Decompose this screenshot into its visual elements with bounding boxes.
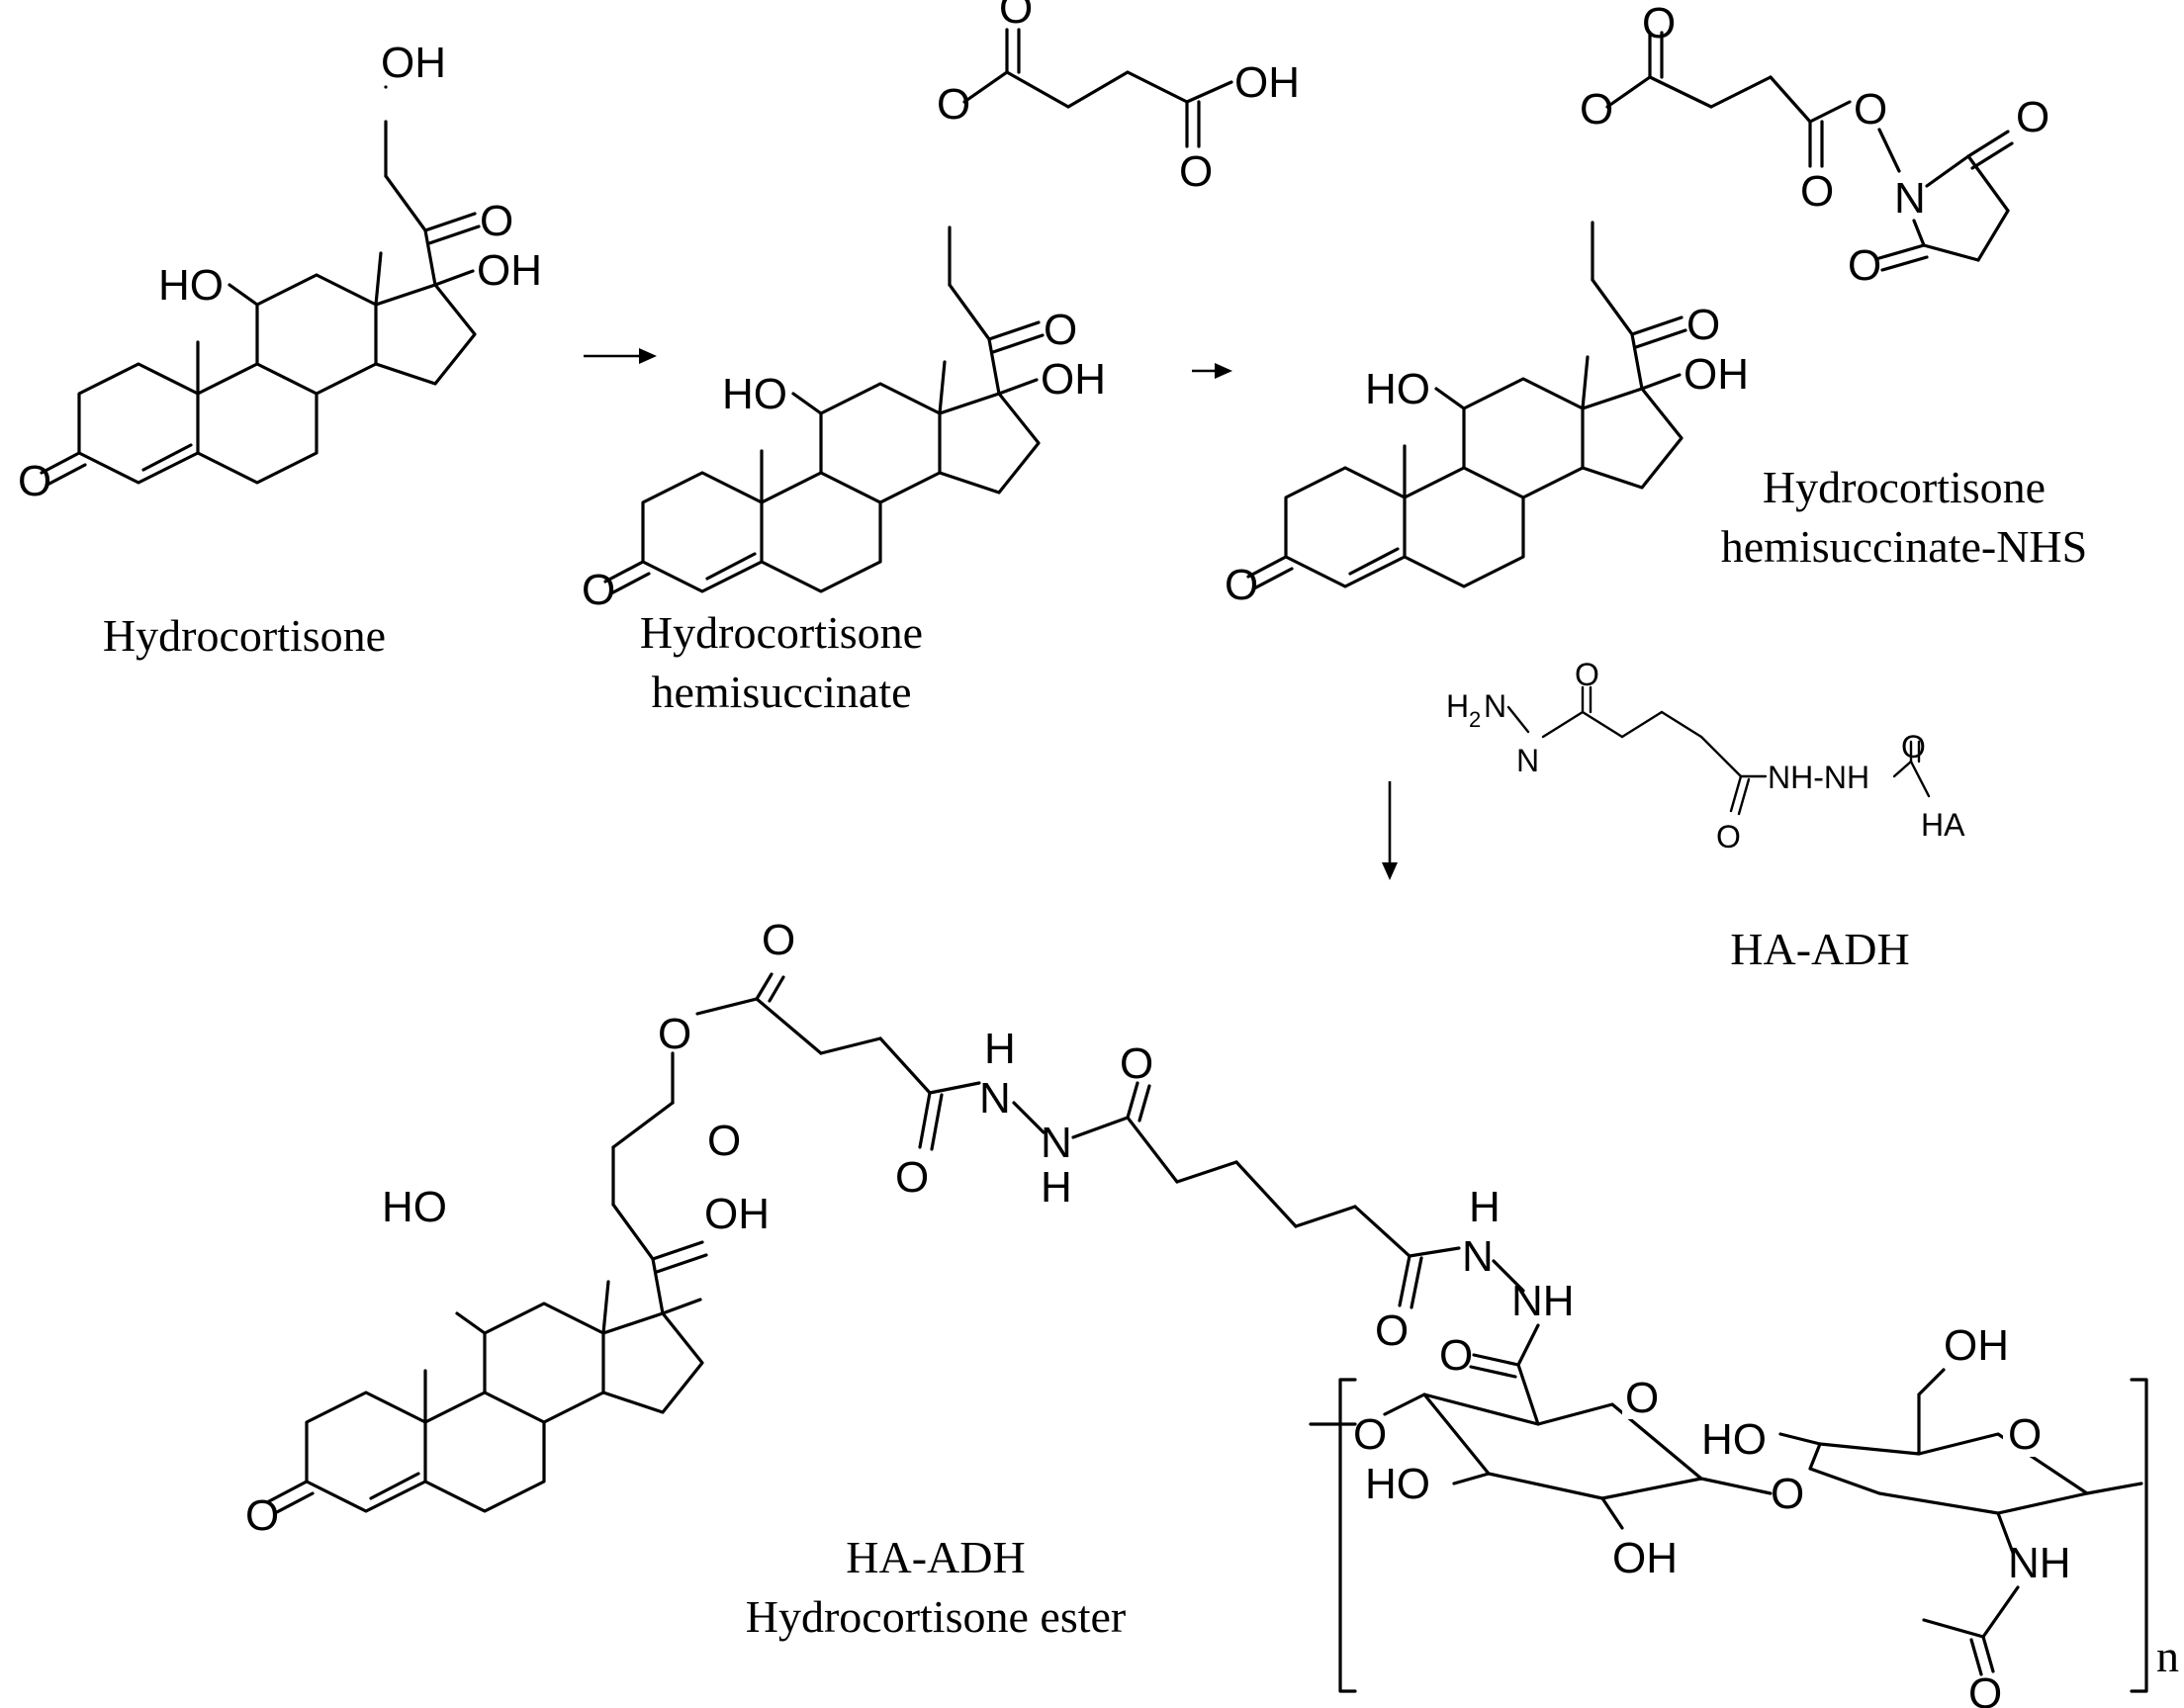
product-hydrazide-n-1: N xyxy=(979,1074,1011,1123)
imide-oxygen-top: O xyxy=(2016,93,2049,141)
product-hydrazide-n-3: N xyxy=(1462,1232,1494,1281)
product-c20-carbonyl-oxygen: O xyxy=(707,1117,741,1165)
product-hydrazide-h-2: H xyxy=(1041,1163,1072,1212)
product-structure xyxy=(267,1203,708,1515)
product-labels: O HO OH O O O O N H N H O O xyxy=(245,916,2179,1708)
hemisuccinate-nhs-structure: O HO OH O O O O O N O O xyxy=(1225,0,2049,609)
hydrocortisone-structure: O HO OH O OH xyxy=(18,39,542,505)
product-ketone-oxygen: O xyxy=(245,1491,279,1540)
glucuronic-c2-hydroxyl: HO xyxy=(1365,1460,1430,1508)
reaction-arrow-1 xyxy=(584,348,657,364)
nhs-ester-carbonyl-oxygen: O xyxy=(1800,167,1834,216)
amine-nitrogen: N xyxy=(1484,688,1506,724)
c11-hydroxyl: HO xyxy=(722,370,787,418)
c11-hydroxyl: HO xyxy=(158,261,224,310)
hemisuccinate-nhs-label-line1: Hydrocortisone xyxy=(1763,462,2046,512)
product-glucuronic-carbonyl-oxygen: O xyxy=(1439,1331,1473,1380)
c20-carbonyl-oxygen: O xyxy=(1044,306,1077,354)
ester-oxygen: O xyxy=(937,80,970,129)
ha-carbonyl-oxygen: O xyxy=(1901,729,1926,764)
adh-hydrazide-chain: NH-NH xyxy=(1768,760,1869,795)
glycosidic-oxygen-center: O xyxy=(1771,1470,1804,1518)
hemisuccinate-label-line2: hemisuccinate xyxy=(651,667,911,717)
amine-h: H xyxy=(1446,688,1469,724)
ha-adh-reagent-structure: H 2 N N H O O NH-NH O HA xyxy=(1446,657,1965,854)
c17-hydroxyl: OH xyxy=(1684,350,1749,399)
product-adipoyl-carbonyl-oxygen-1: O xyxy=(1120,1039,1153,1088)
ester-carbonyl-oxygen: O xyxy=(999,0,1033,33)
glucuronic-c3-hydroxyl: OH xyxy=(1612,1534,1678,1582)
c17-hydroxyl: OH xyxy=(477,246,542,295)
glucosamine-c4-hydroxyl: HO xyxy=(1701,1415,1767,1464)
nhs-oxygen: O xyxy=(1854,85,1887,134)
product-hydrazide-n-2: N xyxy=(1041,1119,1072,1167)
hyaluronic-acid-group: HA xyxy=(1921,807,1965,843)
product-c17-hydroxyl: OH xyxy=(704,1190,770,1238)
ketone-oxygen: O xyxy=(18,457,51,505)
c20-carbonyl-oxygen: O xyxy=(480,197,513,245)
c20-carbonyl-oxygen: O xyxy=(1686,301,1720,349)
adh-carbonyl-oxygen-top: O xyxy=(1575,657,1599,692)
reaction-arrow-3 xyxy=(1382,781,1398,880)
amine-subscript: 2 xyxy=(1469,707,1481,732)
repeat-unit-n: n xyxy=(2156,1631,2179,1681)
product-ester-carbonyl-oxygen: O xyxy=(762,916,795,964)
hydrocortisone-label: Hydrocortisone xyxy=(103,610,386,661)
ester-carbonyl-oxygen: O xyxy=(1642,0,1676,47)
product-c11-hydroxyl: HO xyxy=(382,1183,447,1231)
c21-hydroxyl: OH xyxy=(381,39,446,87)
product-ester-oxygen: O xyxy=(658,1010,691,1058)
product-label-line1: HA-ADH xyxy=(846,1532,1025,1582)
glucosamine-ring-oxygen: O xyxy=(2008,1410,2042,1459)
glucosamine-c6-hydroxyl: OH xyxy=(1944,1321,2009,1370)
product-hydrazide-nh-4: NH xyxy=(1511,1277,1575,1325)
product-hydrazide-h-1: H xyxy=(984,1025,1016,1073)
acid-carbonyl-oxygen: O xyxy=(1179,147,1213,196)
imide-oxygen-bottom: O xyxy=(1848,241,1881,290)
product-label-line2: Hydrocortisone ester xyxy=(746,1591,1127,1642)
ester-oxygen: O xyxy=(1580,85,1613,134)
acetamide-nh: NH xyxy=(2008,1539,2071,1587)
acid-hydroxyl: OH xyxy=(1234,58,1300,107)
reaction-arrow-2 xyxy=(1192,363,1232,379)
hemisuccinate-structure: O HO OH O O O O OH xyxy=(582,0,1300,614)
adh-carbonyl-oxygen-bottom: O xyxy=(1716,819,1741,854)
ketone-oxygen: O xyxy=(1225,561,1258,609)
c17-hydroxyl: OH xyxy=(1041,355,1106,404)
product-adipoyl-carbonyl-oxygen-2: O xyxy=(1375,1306,1409,1355)
succinimide-nitrogen: N xyxy=(1894,174,1926,223)
glucuronic-ring-oxygen: O xyxy=(1625,1374,1659,1422)
ketone-oxygen: O xyxy=(582,566,615,614)
ha-adh-label: HA-ADH xyxy=(1730,924,1909,974)
c11-hydroxyl: HO xyxy=(1365,365,1430,413)
product-hydrazide-h-3: H xyxy=(1469,1183,1501,1231)
glycosidic-oxygen-left: O xyxy=(1353,1410,1387,1459)
acetamide-carbonyl-oxygen: O xyxy=(1968,1669,2002,1708)
hemisuccinate-nhs-label-line2: hemisuccinate-NHS xyxy=(1721,521,2087,572)
product-hydrazide-carbonyl-oxygen-1: O xyxy=(895,1153,929,1202)
hemisuccinate-label-line1: Hydrocortisone xyxy=(640,607,923,658)
hydrazide-nh: N xyxy=(1516,743,1539,778)
